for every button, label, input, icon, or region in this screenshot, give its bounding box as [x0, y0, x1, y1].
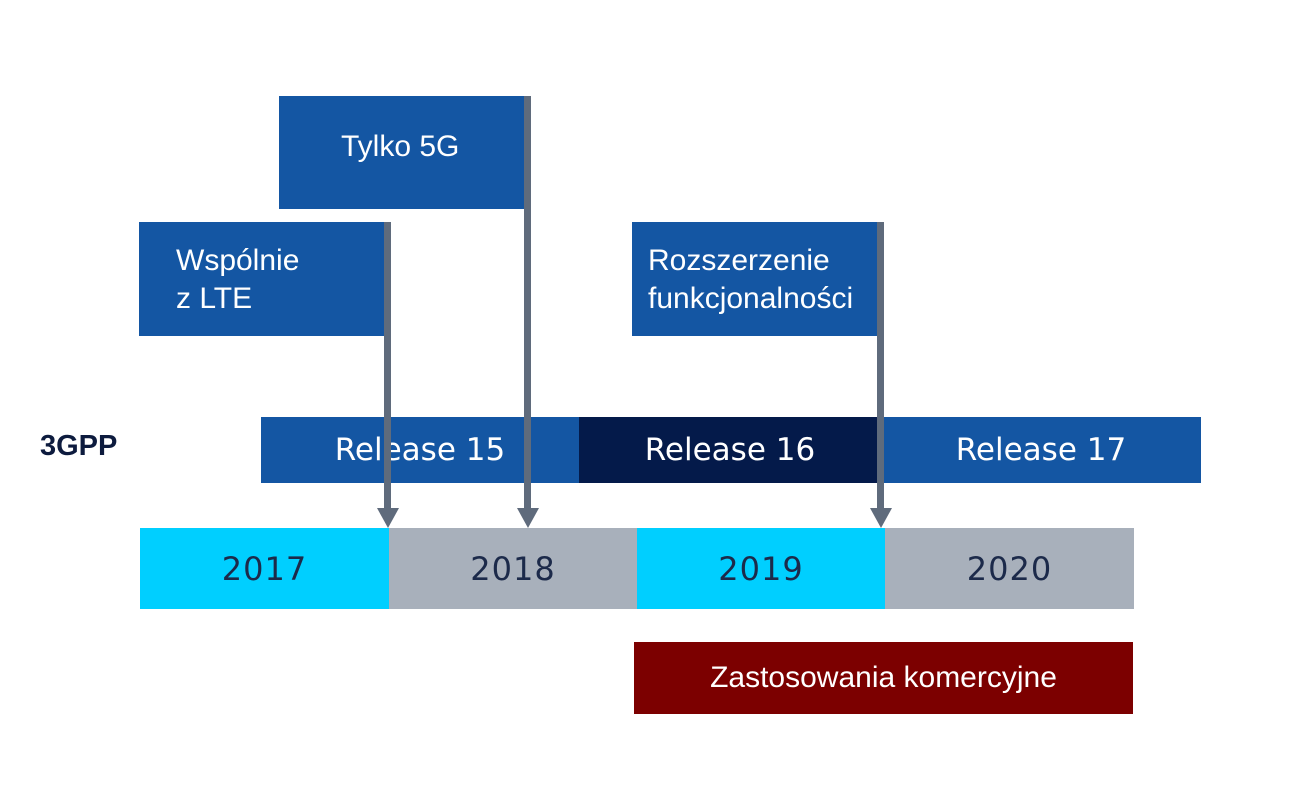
connector-line-only-5g: [524, 96, 531, 510]
release-17-label: Release 17: [955, 432, 1127, 468]
year-2019: 2019: [637, 528, 885, 609]
arrow-down-icon: [870, 508, 892, 528]
callout-extension-line1: Rozszerzenie: [648, 244, 830, 277]
connector-line-extension: [877, 222, 884, 510]
year-2017-label: 2017: [221, 549, 308, 588]
year-2017: 2017: [140, 528, 389, 609]
year-2018-label: 2018: [470, 549, 556, 588]
year-2018: 2018: [389, 528, 637, 609]
callout-with-lte: Wspólnie z LTE: [139, 222, 385, 336]
arrow-down-icon: [377, 508, 399, 528]
connector-line-with-lte: [384, 222, 391, 510]
callout-extension-line2: funkcjonalności: [648, 282, 854, 315]
commercial-deployment-bar: Zastosowania komercyjne: [634, 642, 1133, 714]
arrow-down-icon: [517, 508, 539, 528]
callout-only-5g: Tylko 5G: [279, 96, 525, 209]
release-16: Release 16: [579, 417, 881, 483]
callout-with-lte-line1: Wspólnie: [176, 244, 300, 277]
row-label-3gpp: 3GPP: [40, 430, 118, 462]
callout-with-lte-line2: z LTE: [176, 282, 253, 315]
year-2020: 2020: [885, 528, 1134, 609]
callout-only-5g-text: Tylko 5G: [341, 130, 460, 163]
release-16-label: Release 16: [644, 432, 816, 468]
callout-extension: Rozszerzenie funkcjonalności: [632, 222, 878, 336]
year-2020-label: 2020: [966, 549, 1053, 588]
release-15-label: Release 15: [334, 432, 506, 468]
release-15: Release 15: [261, 417, 579, 483]
commercial-deployment-label: Zastosowania komercyjne: [710, 661, 1057, 694]
release-17: Release 17: [881, 417, 1201, 483]
year-2019-label: 2019: [718, 549, 804, 588]
